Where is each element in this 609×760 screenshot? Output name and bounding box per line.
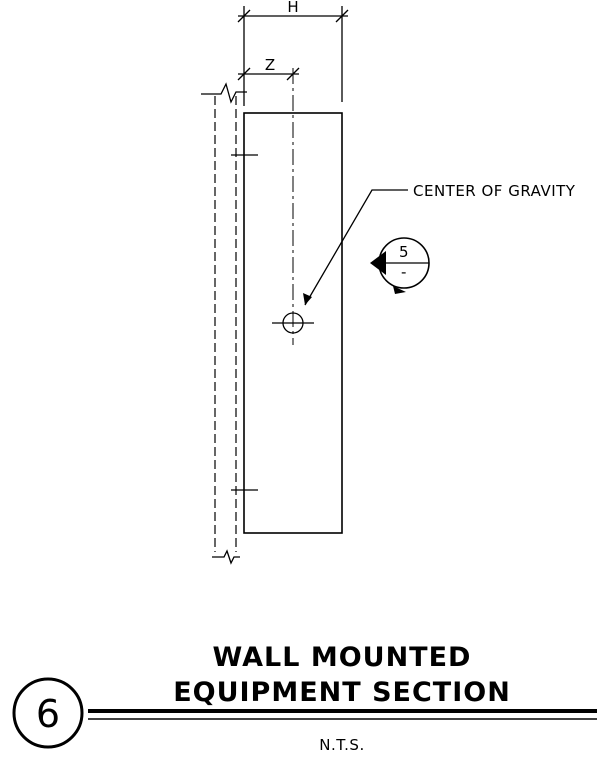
callout-leader — [304, 189, 408, 306]
dim-z-label: Z — [265, 56, 275, 74]
section-marker-number: 5 — [399, 243, 409, 261]
center-of-gravity-symbol — [272, 312, 314, 334]
center-of-gravity-callout: CENTER OF GRAVITY — [303, 182, 576, 306]
dim-h-tick-right — [335, 9, 349, 23]
anchor-marks — [231, 154, 258, 491]
section-marker-sheet: - — [401, 263, 407, 281]
section-marker-bottom-pointer — [393, 286, 406, 294]
callout-arrowhead — [303, 293, 312, 305]
title-line-1: WALL MOUNTED — [213, 642, 472, 673]
dimension-z: Z — [237, 56, 300, 81]
detail-number-circle — [12, 677, 84, 749]
scale-note: N.T.S. — [319, 736, 364, 754]
section-marker-left-pointer — [370, 251, 386, 275]
section-marker: 5 - — [370, 237, 430, 294]
dim-z-tick-left — [237, 67, 251, 81]
callout-label: CENTER OF GRAVITY — [413, 182, 576, 200]
title-block: WALL MOUNTED EQUIPMENT SECTION 6 N.T.S. — [12, 642, 597, 754]
wall-break-top — [201, 82, 247, 104]
wall-break-bottom — [212, 549, 240, 565]
dimension-h: H — [237, 0, 349, 106]
wall-section — [201, 82, 247, 565]
equipment-body — [243, 112, 343, 534]
dim-h-tick-left — [237, 9, 251, 23]
dim-h-label: H — [287, 0, 298, 16]
detail-number: 6 — [36, 692, 60, 736]
title-line-2: EQUIPMENT SECTION — [173, 677, 511, 708]
